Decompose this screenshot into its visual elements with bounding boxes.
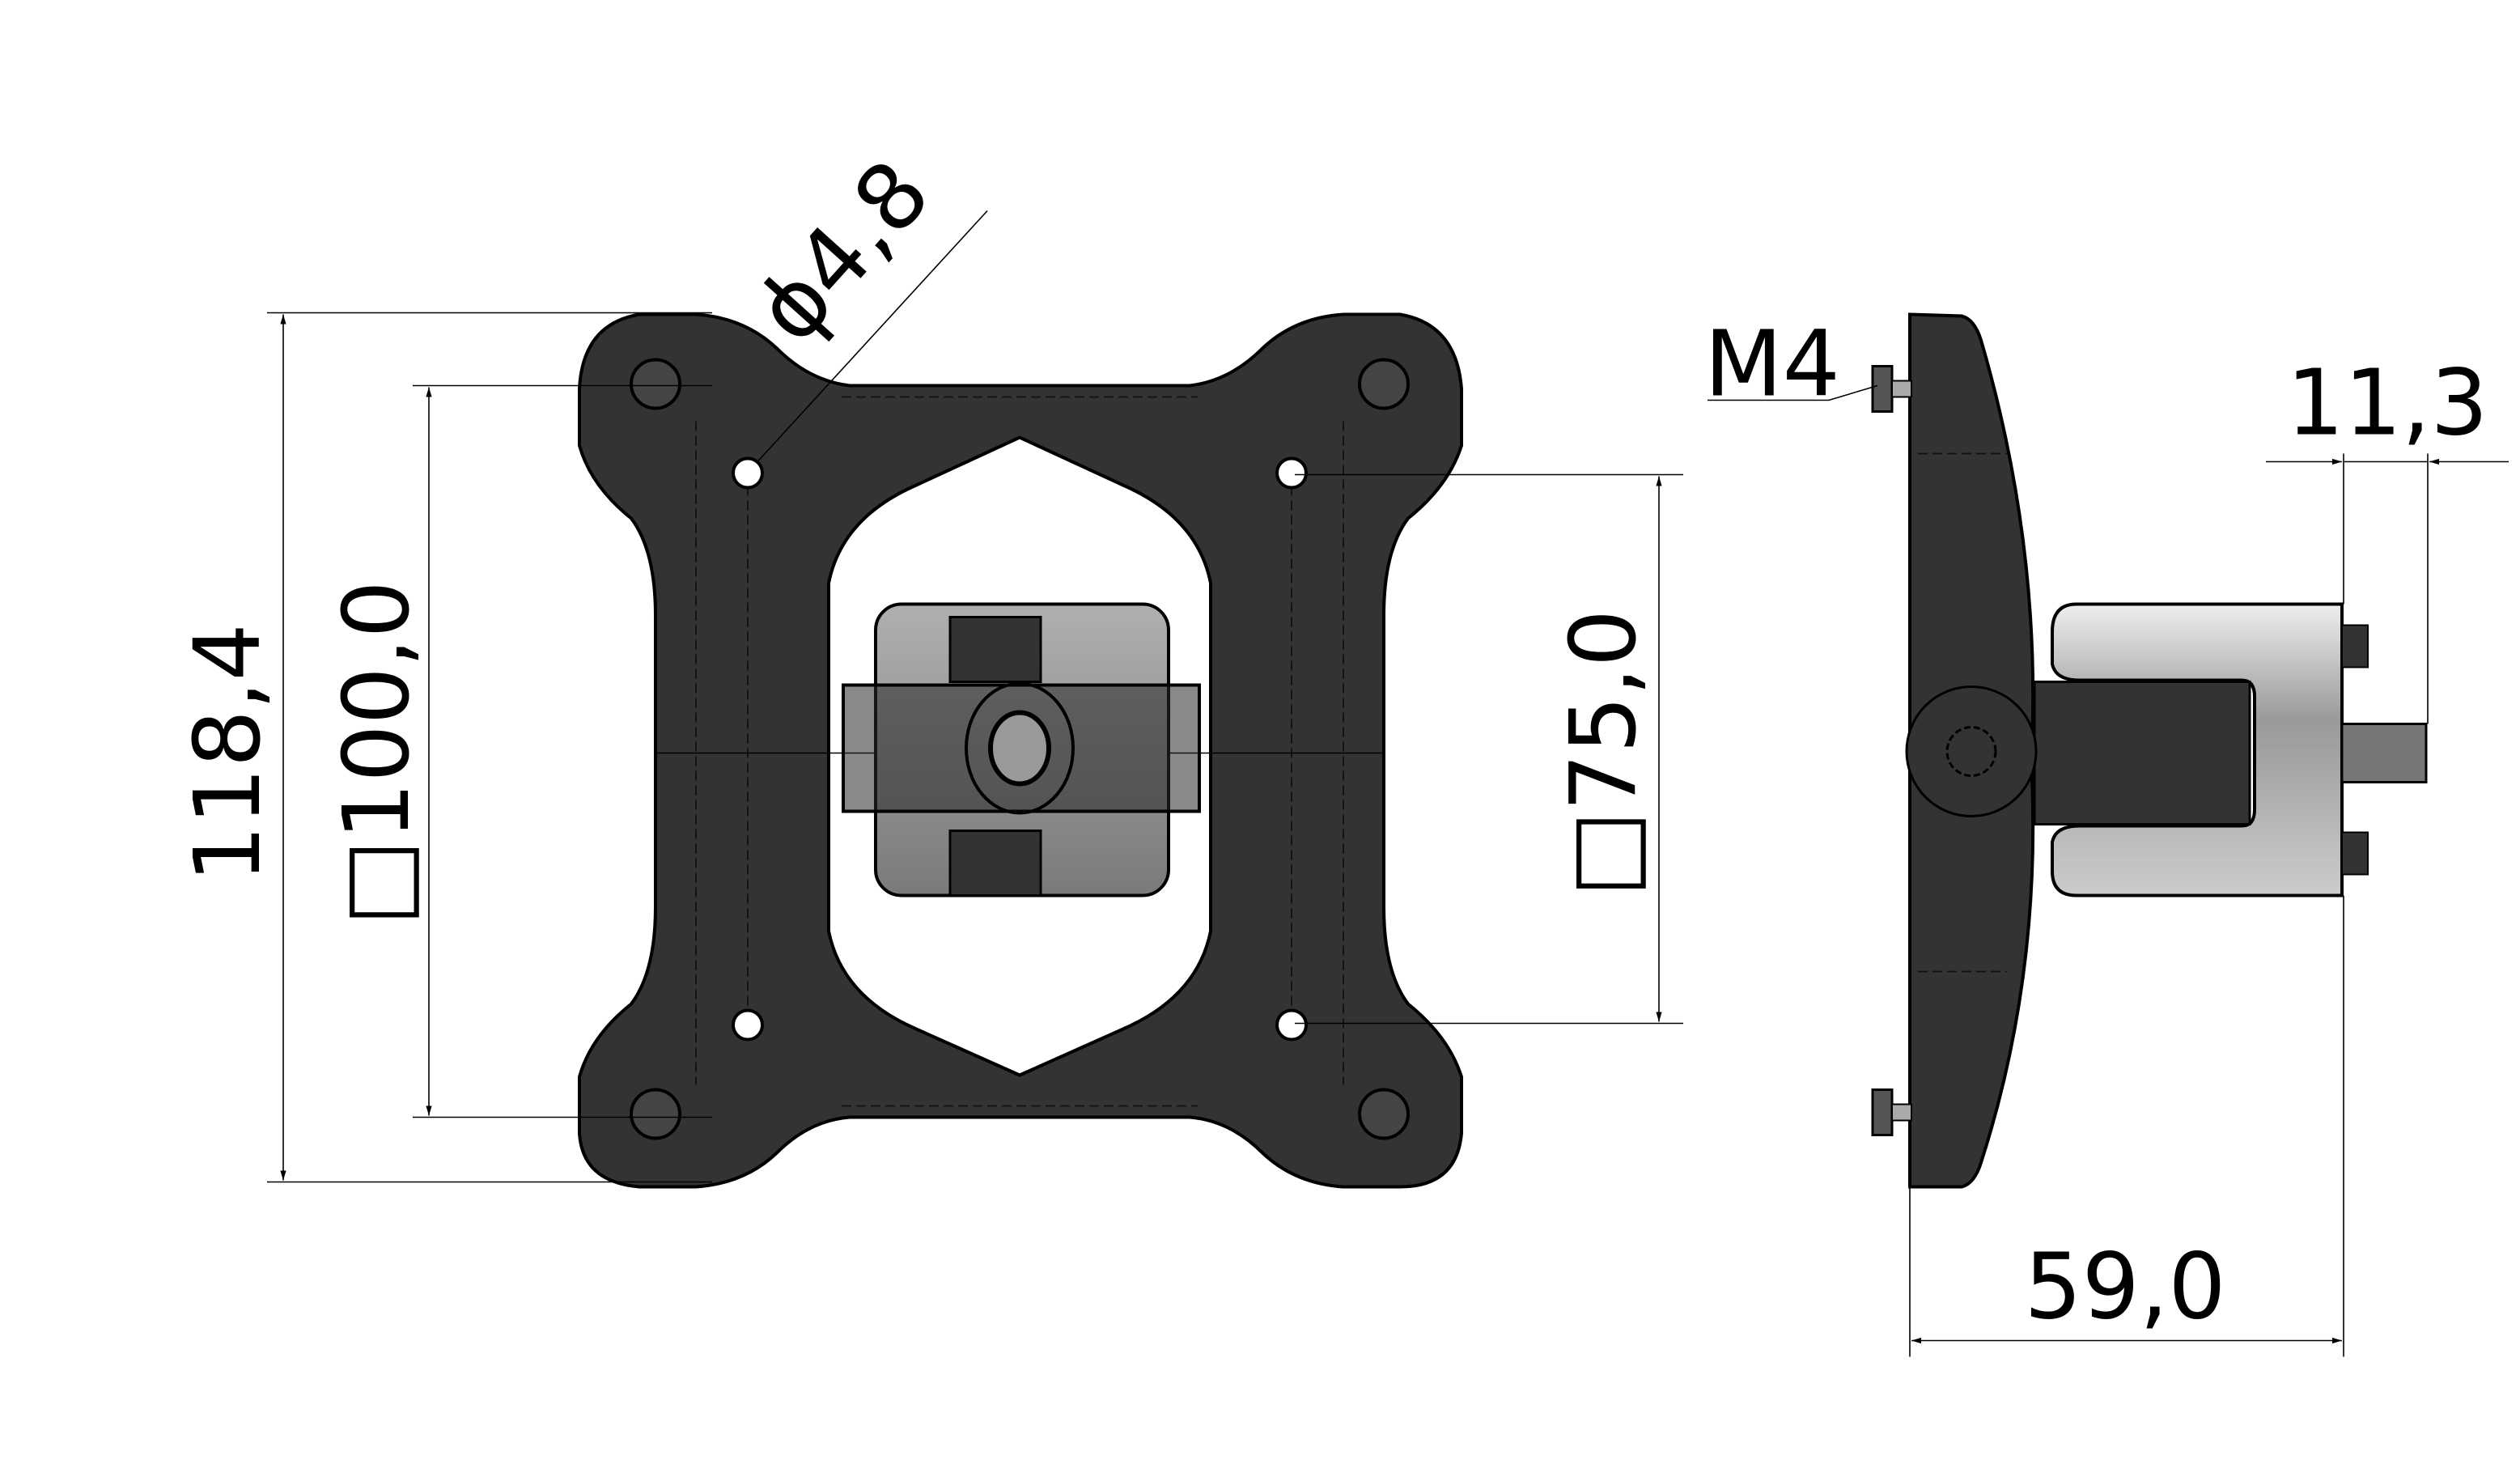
nut-bottom — [1871, 1088, 1894, 1136]
dimension-thread: M4 — [1704, 312, 1878, 418]
screw-bl — [630, 1088, 681, 1140]
dimension-stud-length: 11,3 — [2266, 351, 2509, 724]
dim-label-m4: M4 — [1704, 312, 1840, 418]
dimension-square-75: □75,0 — [1295, 473, 1683, 1025]
hole-bl — [732, 1008, 764, 1042]
mounting-holes — [630, 358, 1410, 1140]
dimension-overall-height: 118,4 — [176, 312, 712, 1183]
dim-label-11-3: 11,3 — [2286, 351, 2488, 456]
side-view — [1871, 312, 2428, 1189]
screw-br — [1358, 1088, 1410, 1140]
dim-label-75: □75,0 — [1551, 609, 1657, 897]
dimension-square-100: □100,0 — [325, 384, 712, 1118]
dim-label-100: □100,0 — [325, 580, 430, 925]
screw-tl — [630, 358, 681, 410]
dim-label-4-8: ϕ4,8 — [736, 141, 950, 363]
hole-tr — [1275, 456, 1308, 490]
center-bracket — [842, 602, 1201, 897]
screw-tr — [1358, 358, 1410, 410]
dim-label-59: 59,0 — [2024, 1235, 2225, 1340]
hole-br — [1275, 1008, 1308, 1042]
dimension-overall-depth: 59,0 — [1909, 895, 2344, 1357]
threaded-stud — [2340, 723, 2428, 783]
nut-top — [1871, 365, 1894, 413]
front-view-plate — [578, 312, 1463, 1189]
hole-tl — [732, 456, 764, 490]
dim-label-118-4: 118,4 — [176, 623, 281, 883]
